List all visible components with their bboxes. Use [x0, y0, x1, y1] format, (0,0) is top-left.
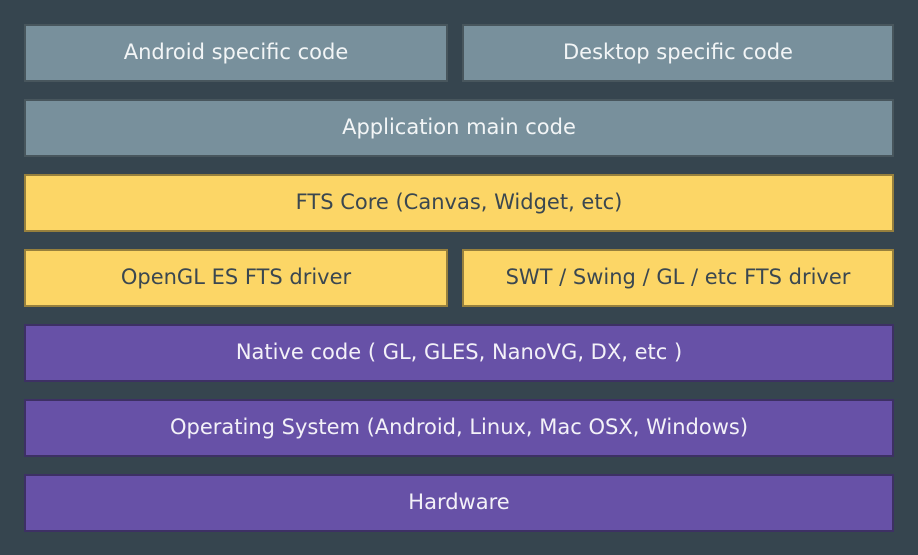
box-fts-core: FTS Core (Canvas, Widget, etc) — [24, 174, 894, 232]
layer-application-main: Application main code — [24, 99, 894, 157]
box-swt-swing-gl-fts-driver: SWT / Swing / GL / etc FTS driver — [462, 249, 894, 307]
layer-fts-drivers: OpenGL ES FTS driver SWT / Swing / GL / … — [24, 249, 894, 307]
box-hardware: Hardware — [24, 474, 894, 532]
box-application-main-code: Application main code — [24, 99, 894, 157]
box-native-code: Native code ( GL, GLES, NanoVG, DX, etc … — [24, 324, 894, 382]
box-opengl-es-fts-driver: OpenGL ES FTS driver — [24, 249, 448, 307]
layer-native-code: Native code ( GL, GLES, NanoVG, DX, etc … — [24, 324, 894, 382]
box-desktop-specific-code: Desktop specific code — [462, 24, 894, 82]
layer-operating-system: Operating System (Android, Linux, Mac OS… — [24, 399, 894, 457]
box-android-specific-code: Android specific code — [24, 24, 448, 82]
layer-hardware: Hardware — [24, 474, 894, 532]
layer-fts-core: FTS Core (Canvas, Widget, etc) — [24, 174, 894, 232]
box-operating-system: Operating System (Android, Linux, Mac OS… — [24, 399, 894, 457]
layer-platform-specific: Android specific code Desktop specific c… — [24, 24, 894, 82]
